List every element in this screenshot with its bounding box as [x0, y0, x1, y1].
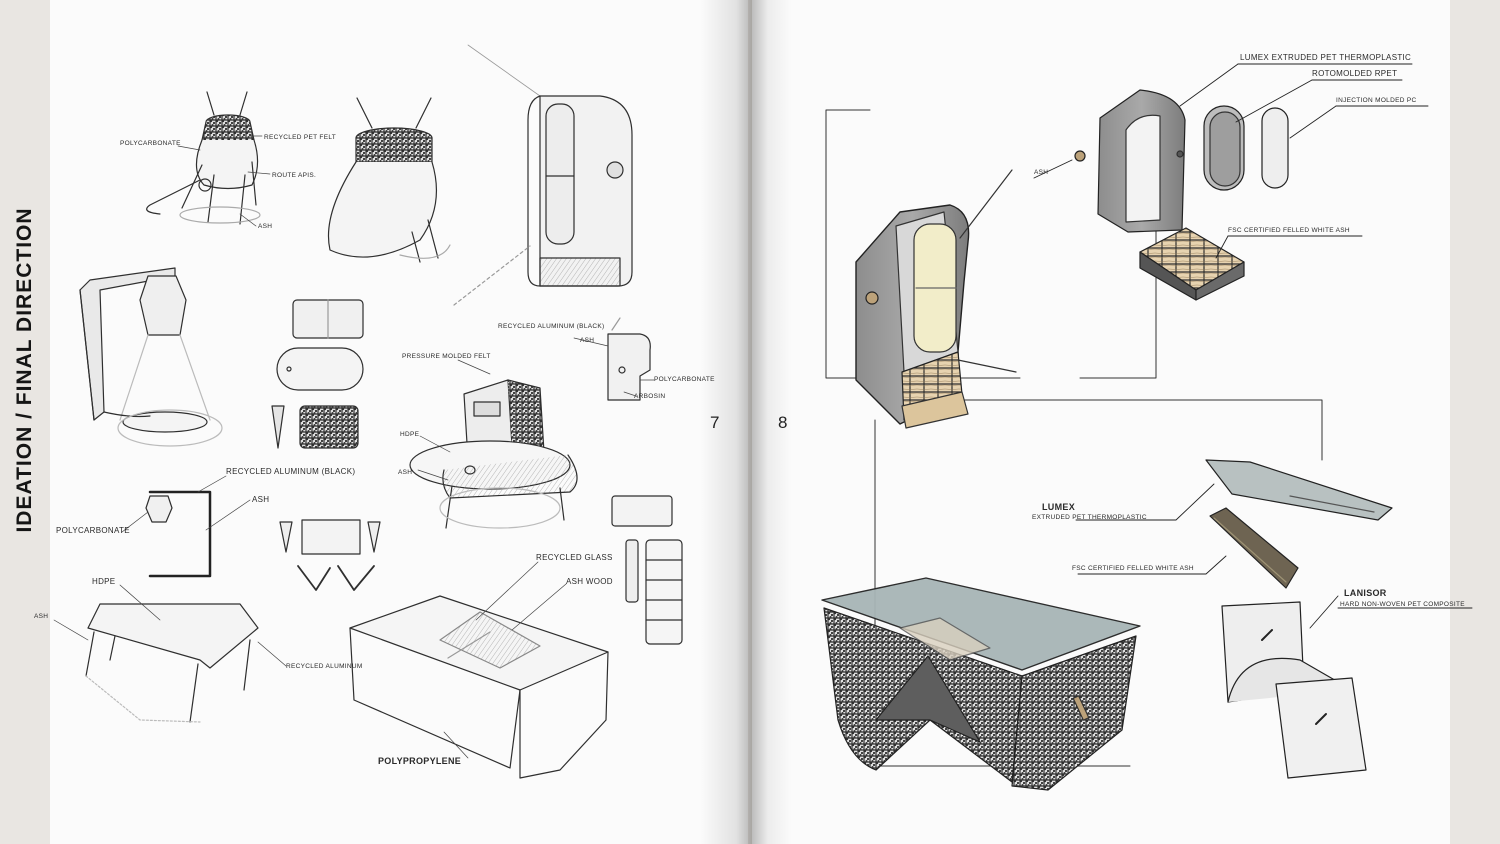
gutter-shadow-right	[752, 0, 792, 844]
render-shell-exploded	[1074, 89, 1289, 233]
sketch-arc-lamp	[79, 267, 223, 447]
label-arbosin: ARBOSIN	[634, 393, 665, 400]
sketch-small-parts	[279, 519, 381, 591]
sketch-coffee-table	[349, 595, 609, 779]
label-pressure-molded-felt: PRESSURE MOLDED FELT	[402, 353, 491, 360]
label-injection-molded-pc: INJECTION MOLDED PC	[1336, 97, 1416, 104]
leader-lines-right	[1033, 63, 1473, 629]
label-polypropylene: POLYPROPYLENE	[378, 756, 461, 766]
sketch-components	[271, 299, 364, 449]
label-polycarbonate-1: POLYCARBONATE	[120, 140, 181, 147]
label-ash-1: ASH	[258, 223, 272, 230]
sketch-wall-lamp	[453, 44, 633, 306]
label-polycarbonate-2: POLYCARBONATE	[654, 376, 715, 383]
leader-lines-left	[53, 135, 655, 759]
label-fsc-ash-1: FSC CERTIFIED FELLED WHITE ASH	[1228, 227, 1350, 234]
label-fsc-ash-2: FSC CERTIFIED FELLED WHITE ASH	[1072, 565, 1194, 572]
render-coffee-table	[821, 577, 1141, 791]
label-ash-5: ASH	[34, 613, 48, 620]
sketch-black-lamp	[145, 490, 212, 578]
label-hdpe-1: HDPE	[400, 431, 420, 438]
label-rounded-tips: ROUTE APIS.	[272, 172, 316, 179]
render-lanisor-stool	[1221, 601, 1367, 779]
label-lumex-top: LUMEX EXTRUDED PET THERMOPLASTIC	[1240, 53, 1411, 62]
label-recycled-glass: RECYCLED GLASS	[536, 553, 613, 562]
label-recycled-pet-felt: RECYCLED PET FELT	[264, 134, 336, 141]
sketch-bracket-lamp	[607, 317, 651, 401]
sketch-hdpe-table	[85, 603, 259, 723]
label-hdpe-2: HDPE	[92, 577, 115, 586]
label-ash-3: ASH	[398, 469, 412, 476]
label-rotomolded-rpet: ROTOMOLDED RPET	[1312, 69, 1397, 78]
label-ash-2: ASH	[580, 337, 594, 344]
sketch-cone-lamp	[327, 97, 451, 263]
label-recycled-aluminum-black-1: RECYCLED ALUMINUM (BLACK)	[498, 323, 604, 330]
label-lanisor-title: LANISOR	[1344, 588, 1387, 598]
sketch-tripod-lamp	[146, 91, 261, 225]
gutter-shadow-left	[700, 0, 752, 844]
render-wall-lamp	[855, 169, 1017, 429]
page-number-right: 8	[778, 413, 788, 432]
label-lumex-sub: EXTRUDED PET THERMOPLASTIC	[1032, 514, 1147, 521]
label-recycled-aluminum: RECYCLED ALUMINUM	[286, 663, 363, 670]
label-polycarbonate-3: POLYCARBONATE	[56, 526, 130, 535]
label-ash-wood: ASH WOOD	[566, 577, 613, 586]
sketch-felt-chair	[409, 379, 578, 529]
label-ash: ASH	[1034, 169, 1048, 176]
page-number-left: 7	[710, 413, 720, 432]
render-wood-base	[1139, 227, 1245, 301]
label-lumex-title: LUMEX	[1042, 502, 1075, 512]
label-recycled-aluminum-black-2: RECYCLED ALUMINUM (BLACK)	[226, 467, 355, 476]
sketch-stack-parts	[611, 495, 683, 645]
label-lanisor-sub: HARD NON-WOVEN PET COMPOSITE	[1340, 601, 1465, 608]
label-ash-4: ASH	[252, 495, 269, 504]
render-table-parts	[1205, 459, 1393, 589]
